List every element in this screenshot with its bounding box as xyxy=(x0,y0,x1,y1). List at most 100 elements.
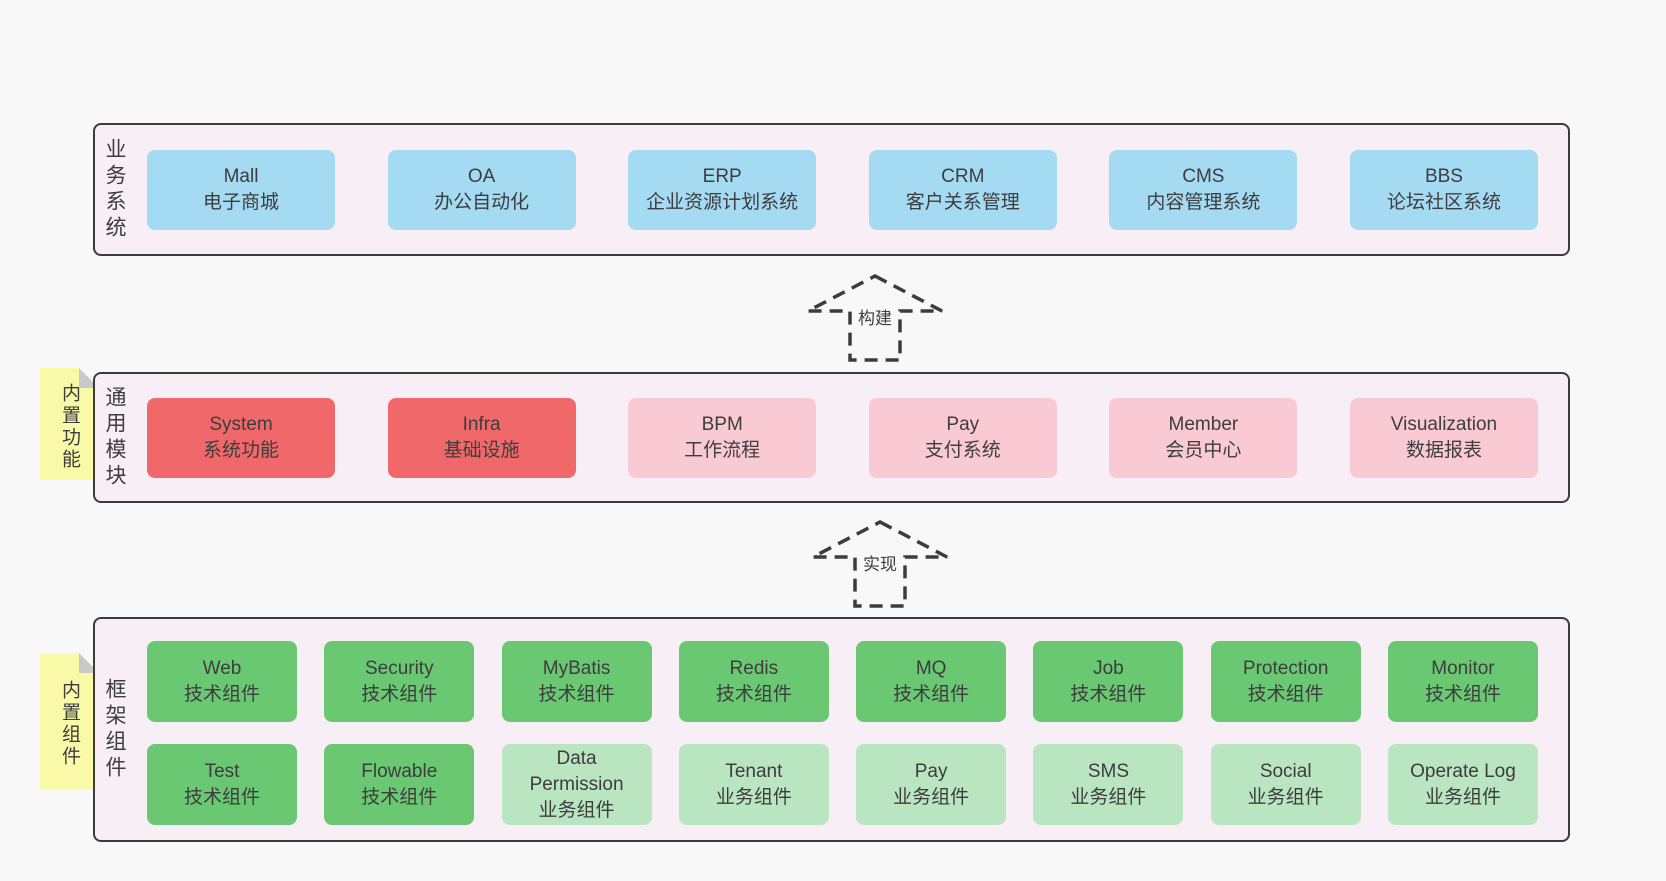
box-subtitle: 业务组件 xyxy=(1247,786,1324,808)
module-box: Redis 技术组件 xyxy=(678,641,829,722)
box-subtitle: 企业资源计划系统 xyxy=(646,191,799,213)
box-subtitle: 电子商城 xyxy=(202,191,279,213)
box-subtitle: 技术组件 xyxy=(1070,683,1147,705)
module-box: System 系统功能 xyxy=(147,397,335,478)
layer-common-modules: 通用模块 System 系统功能 Infra 基础设施 BPM 工作流程 Pay 支付系统 Me… xyxy=(93,372,1570,503)
arrow-label: 实现 xyxy=(860,554,900,577)
box-subtitle: 系统功能 xyxy=(202,439,279,461)
sticky-note-builtin-features: 内置功能 xyxy=(40,368,99,480)
box-row: System 系统功能 Infra 基础设施 BPM 工作流程 Pay 支付系统 Member 会… xyxy=(147,374,1538,501)
module-box: Member 会员中心 xyxy=(1109,397,1298,478)
module-box: Mall 电子商城 xyxy=(147,149,335,230)
module-box: Monitor 技术组件 xyxy=(1387,641,1538,722)
arrow-label: 构建 xyxy=(855,308,895,331)
box-title: Security xyxy=(364,657,434,679)
box-subtitle: 基础设施 xyxy=(443,439,520,461)
up-arrow-build: 构建 xyxy=(805,274,945,362)
module-box: Job 技术组件 xyxy=(1033,641,1184,722)
box-title: Pay xyxy=(914,760,948,782)
box-title: Test xyxy=(204,760,240,782)
module-box: Pay 支付系统 xyxy=(868,397,1057,478)
layer-label: 业务系统 xyxy=(103,137,126,242)
box-subtitle: 技术组件 xyxy=(183,683,260,705)
module-box: SMS 业务组件 xyxy=(1033,744,1184,825)
layer-label: 框架组件 xyxy=(103,677,126,782)
box-subtitle: 技术组件 xyxy=(183,786,260,808)
module-box: Flowable 技术组件 xyxy=(324,744,475,825)
box-title: Member xyxy=(1168,413,1239,435)
box-subtitle: 业务组件 xyxy=(1424,786,1501,808)
box-title: CMS xyxy=(1182,165,1225,187)
module-box: OA 办公自动化 xyxy=(387,149,576,230)
box-title: Monitor xyxy=(1431,657,1495,679)
layer-label: 通用模块 xyxy=(103,385,126,490)
box-subtitle: 技术组件 xyxy=(361,786,438,808)
box-subtitle: 技术组件 xyxy=(893,683,970,705)
box-subtitle: 业务组件 xyxy=(893,786,970,808)
box-subtitle: 业务组件 xyxy=(1070,786,1147,808)
box-title: Redis xyxy=(729,657,779,679)
box-title: MQ xyxy=(915,657,947,679)
box-title: Job xyxy=(1093,657,1124,679)
sticky-note-label: 内置组件 xyxy=(59,680,80,768)
box-title: Infra xyxy=(462,413,501,435)
up-arrow-icon xyxy=(807,274,943,362)
box-subtitle: 论坛社区系统 xyxy=(1386,191,1501,213)
module-box: BBS 论坛社区系统 xyxy=(1349,149,1538,230)
up-arrow-implement: 实现 xyxy=(810,520,950,608)
box-subtitle: 技术组件 xyxy=(1424,683,1501,705)
module-box: MyBatis 技术组件 xyxy=(501,641,652,722)
module-box: Visualization 数据报表 xyxy=(1349,397,1538,478)
module-box: Operate Log 业务组件 xyxy=(1387,744,1538,825)
box-title: Flowable xyxy=(361,760,438,782)
module-box: Data Permission 业务组件 xyxy=(501,744,652,825)
module-box: CMS 内容管理系统 xyxy=(1109,149,1298,230)
box-subtitle: 技术组件 xyxy=(538,683,615,705)
box-title: Web xyxy=(202,657,242,679)
up-arrow-icon xyxy=(812,520,948,608)
box-subtitle: 业务组件 xyxy=(715,786,792,808)
box-subtitle: 办公自动化 xyxy=(434,191,530,213)
box-title: Pay xyxy=(946,413,980,435)
box-title: Visualization xyxy=(1390,413,1498,435)
box-subtitle: 技术组件 xyxy=(715,683,792,705)
module-box: Test 技术组件 xyxy=(147,744,297,825)
module-box: Web 技术组件 xyxy=(147,641,297,722)
module-box: ERP 企业资源计划系统 xyxy=(628,149,817,230)
box-title: BPM xyxy=(701,413,743,435)
box-title: Operate Log xyxy=(1410,760,1516,782)
box-subtitle: 数据报表 xyxy=(1405,439,1482,461)
box-title: OA xyxy=(467,165,496,187)
box-title: MyBatis xyxy=(542,657,611,679)
box-subtitle: 支付系统 xyxy=(924,439,1001,461)
box-title: Protection xyxy=(1242,657,1329,679)
module-box: MQ 技术组件 xyxy=(856,641,1007,722)
box-subtitle: 业务组件 xyxy=(538,799,615,821)
box-subtitle: 技术组件 xyxy=(361,683,438,705)
box-title: SMS xyxy=(1087,760,1129,782)
module-box: Infra 基础设施 xyxy=(387,397,576,478)
box-title: Data Permission xyxy=(529,747,624,795)
box-subtitle: 内容管理系统 xyxy=(1146,191,1261,213)
box-title: ERP xyxy=(702,165,742,187)
box-title: Mall xyxy=(223,165,259,187)
box-subtitle: 技术组件 xyxy=(1247,683,1324,705)
box-title: System xyxy=(209,413,273,435)
sticky-note-builtin-components: 内置组件 xyxy=(40,653,99,789)
module-box: Security 技术组件 xyxy=(324,641,475,722)
module-box: Protection 技术组件 xyxy=(1210,641,1361,722)
box-subtitle: 工作流程 xyxy=(684,439,761,461)
box-title: BBS xyxy=(1424,165,1463,187)
module-box: BPM 工作流程 xyxy=(628,397,817,478)
module-box: Tenant 业务组件 xyxy=(678,744,829,825)
box-title: Tenant xyxy=(725,760,783,782)
box-title: CRM xyxy=(941,165,985,187)
box-subtitle: 会员中心 xyxy=(1165,439,1242,461)
sticky-note-label: 内置功能 xyxy=(59,383,80,471)
